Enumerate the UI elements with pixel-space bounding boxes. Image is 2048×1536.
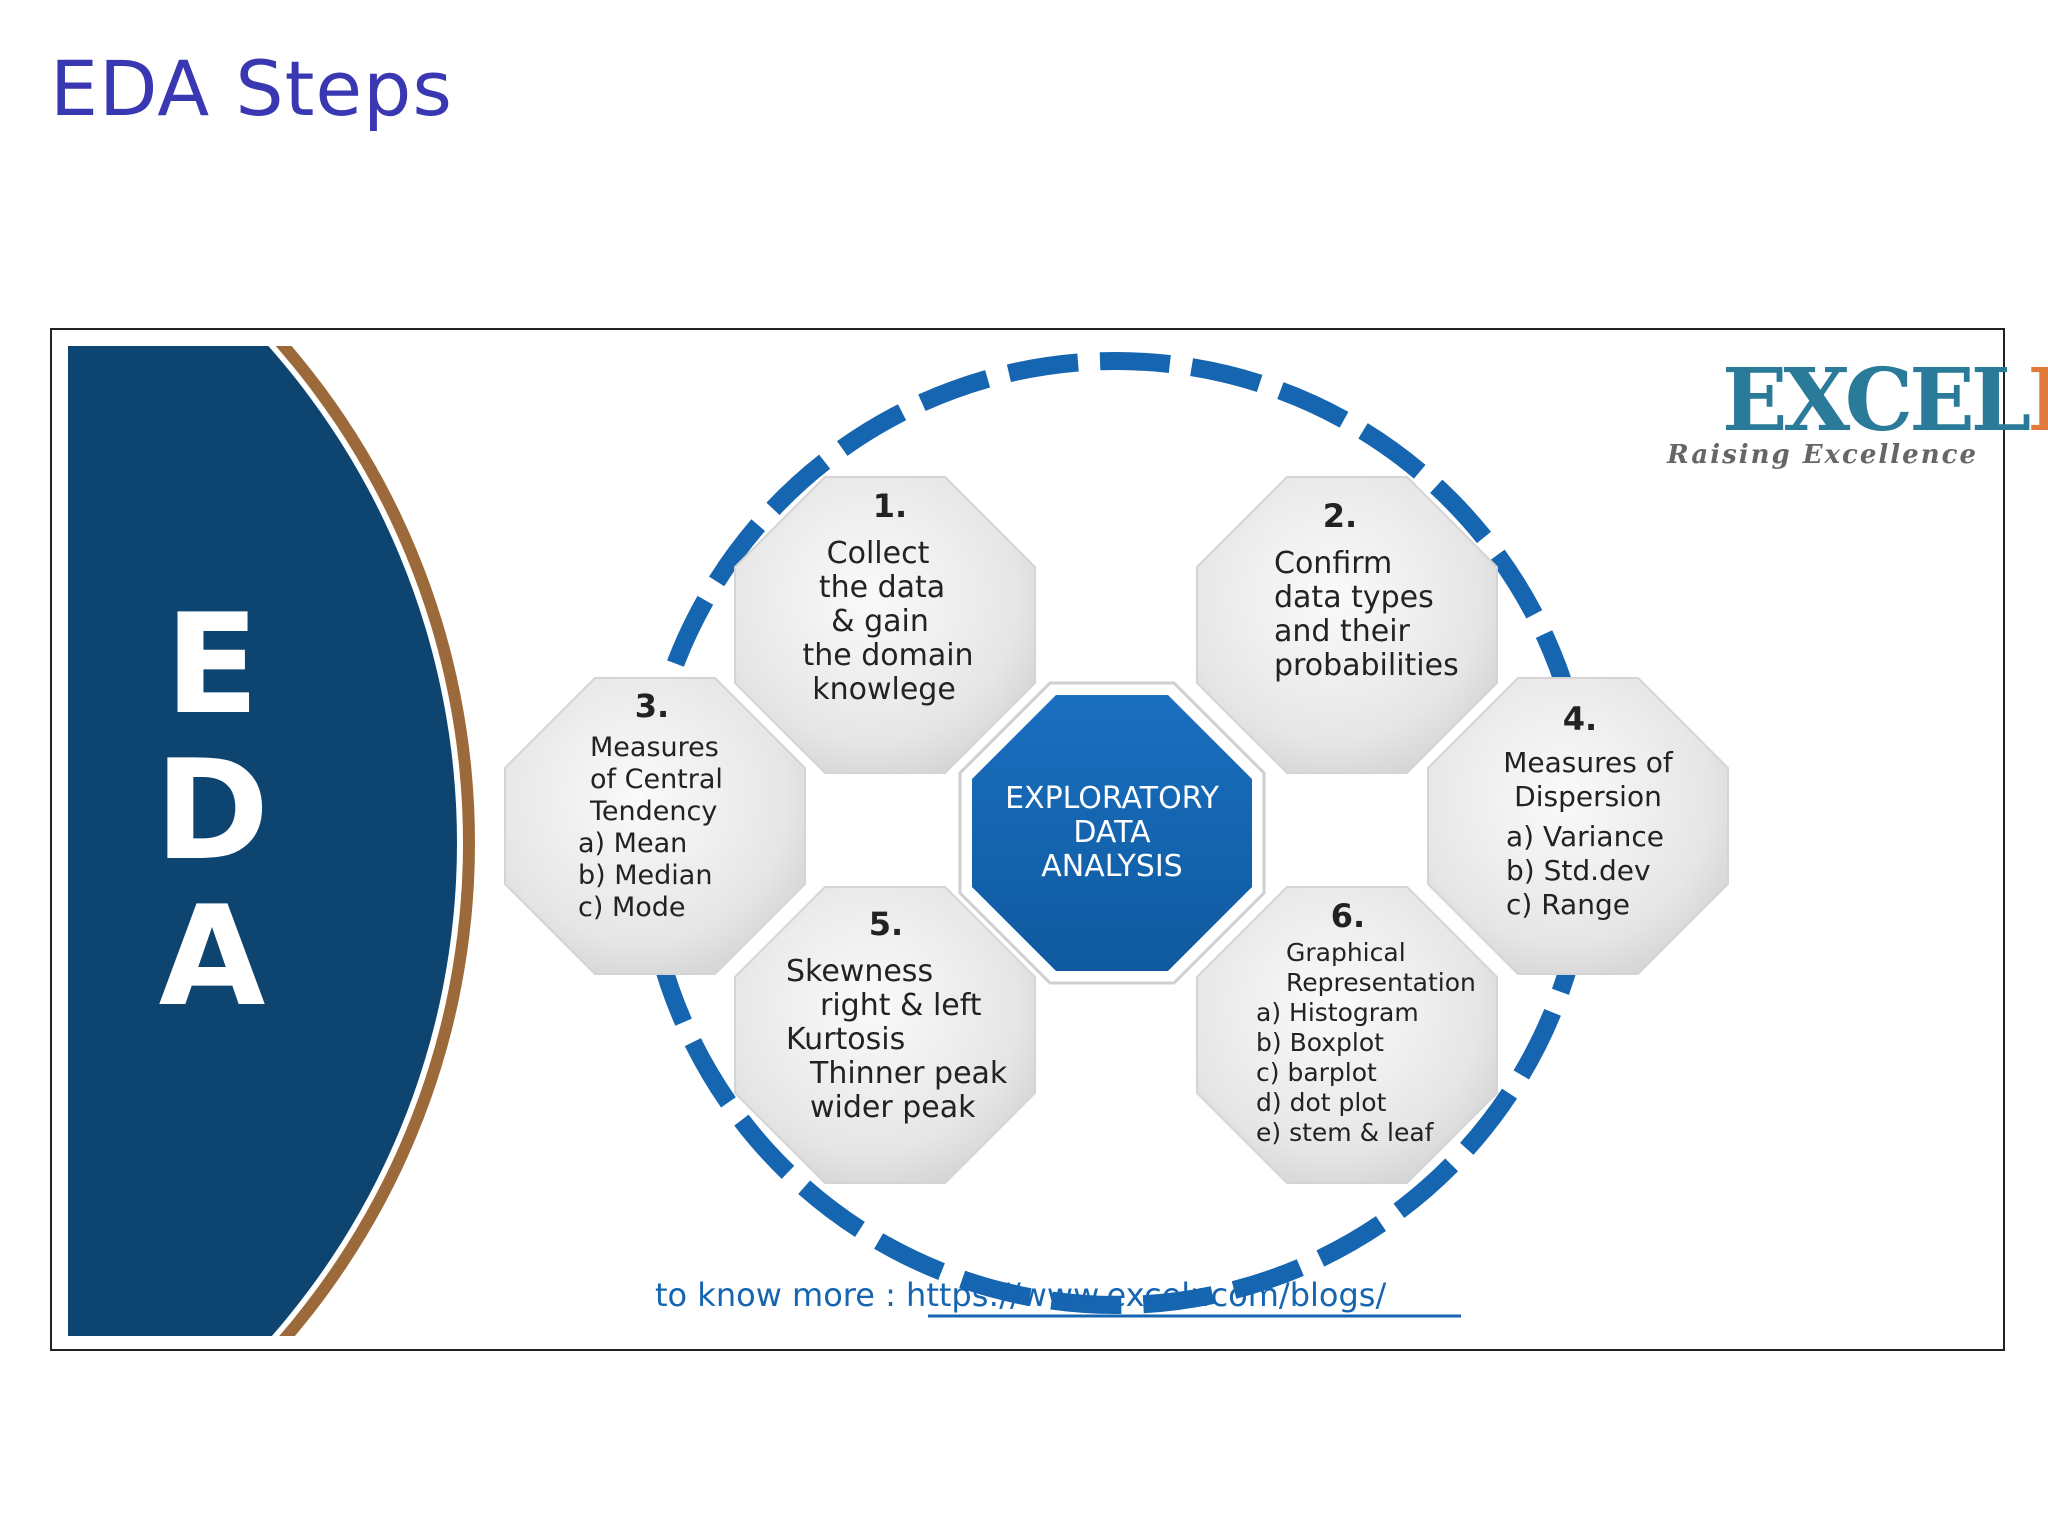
step-5-line-1: Skewness <box>786 954 933 989</box>
step-1-line-5: knowlege <box>812 672 956 707</box>
step-6-line-7: e) stem & leaf <box>1256 1118 1435 1147</box>
side-banner <box>68 346 475 1336</box>
step-1-octagon <box>734 476 1036 774</box>
step-6-octagon <box>1196 886 1498 1184</box>
banner-navy <box>68 346 457 1336</box>
step-2-number: 2. <box>1323 497 1357 535</box>
step-4-octagon <box>1427 677 1729 975</box>
step-6-number: 6. <box>1331 897 1365 935</box>
step-1-line-3: & gain <box>831 604 929 639</box>
step-6-line-4: b) Boxplot <box>1256 1028 1384 1057</box>
step-4-line-2: Dispersion <box>1514 780 1662 813</box>
step-3-line-2: of Central <box>590 764 723 795</box>
banner-letter-a: A <box>159 876 266 1037</box>
step-6-line-1: Graphical <box>1286 938 1406 967</box>
logo-tagline: Raising Excellence <box>1666 440 1978 470</box>
step-1-line-1: Collect <box>827 536 930 571</box>
step-4-line-1: Measures of <box>1503 746 1674 779</box>
step-3-line-1: Measures <box>590 732 719 763</box>
step-3-number: 3. <box>635 687 669 725</box>
step-5-number: 5. <box>869 905 903 943</box>
step-1-line-2: the data <box>819 570 945 605</box>
step-3-line-6: c) Mode <box>578 892 686 923</box>
center-octagon <box>958 681 1266 985</box>
footer-prefix: to know more : <box>655 1276 906 1314</box>
footer-link[interactable]: https://www.excelr.com/blogs/ <box>906 1276 1386 1314</box>
step-1-line-4: the domain <box>802 638 973 673</box>
step-3-line-5: b) Median <box>578 860 712 891</box>
footer-text: to know more : https://www.excelr.com/bl… <box>655 1276 1386 1314</box>
step-5-line-4: Thinner peak <box>809 1056 1008 1091</box>
step-5-line-3: Kurtosis <box>786 1022 905 1057</box>
step-6-line-3: a) Histogram <box>1256 998 1419 1027</box>
step-2-line-2: data types <box>1274 580 1434 615</box>
center-line-1: EXPLORATORY <box>1005 781 1220 816</box>
step-2-line-1: Confirm <box>1274 546 1392 581</box>
step-5-line-5: wider peak <box>810 1090 976 1125</box>
step-6-line-2: Representation <box>1286 968 1476 997</box>
step-5-octagon <box>734 886 1036 1184</box>
banner-letter-d: D <box>155 730 270 891</box>
step-4-line-5: c) Range <box>1506 888 1630 921</box>
logo-wordmark-r: R <box>2027 350 2048 451</box>
step-3-line-3: Tendency <box>589 796 717 827</box>
step-5-line-2: right & left <box>820 988 982 1023</box>
slide-title: EDA Steps <box>50 44 453 133</box>
step-1-number: 1. <box>873 487 907 525</box>
step-6-line-6: d) dot plot <box>1256 1088 1387 1117</box>
center-line-3: ANALYSIS <box>1041 849 1182 884</box>
center-line-2: DATA <box>1073 815 1151 850</box>
step-4-line-4: b) Std.dev <box>1506 854 1651 887</box>
step-3-octagon <box>504 677 806 975</box>
step-4-number: 4. <box>1563 700 1597 738</box>
step-2-line-4: probabilities <box>1274 648 1459 683</box>
step-4-line-3: a) Variance <box>1506 820 1664 853</box>
banner-letter-e: E <box>165 584 259 745</box>
step-3-line-4: a) Mean <box>578 828 687 859</box>
step-2-line-3: and their <box>1274 614 1411 649</box>
logo-wordmark-excel: EXCEL <box>1722 350 2030 451</box>
step-6-line-5: c) barplot <box>1256 1058 1377 1087</box>
step-2-octagon <box>1196 476 1498 774</box>
